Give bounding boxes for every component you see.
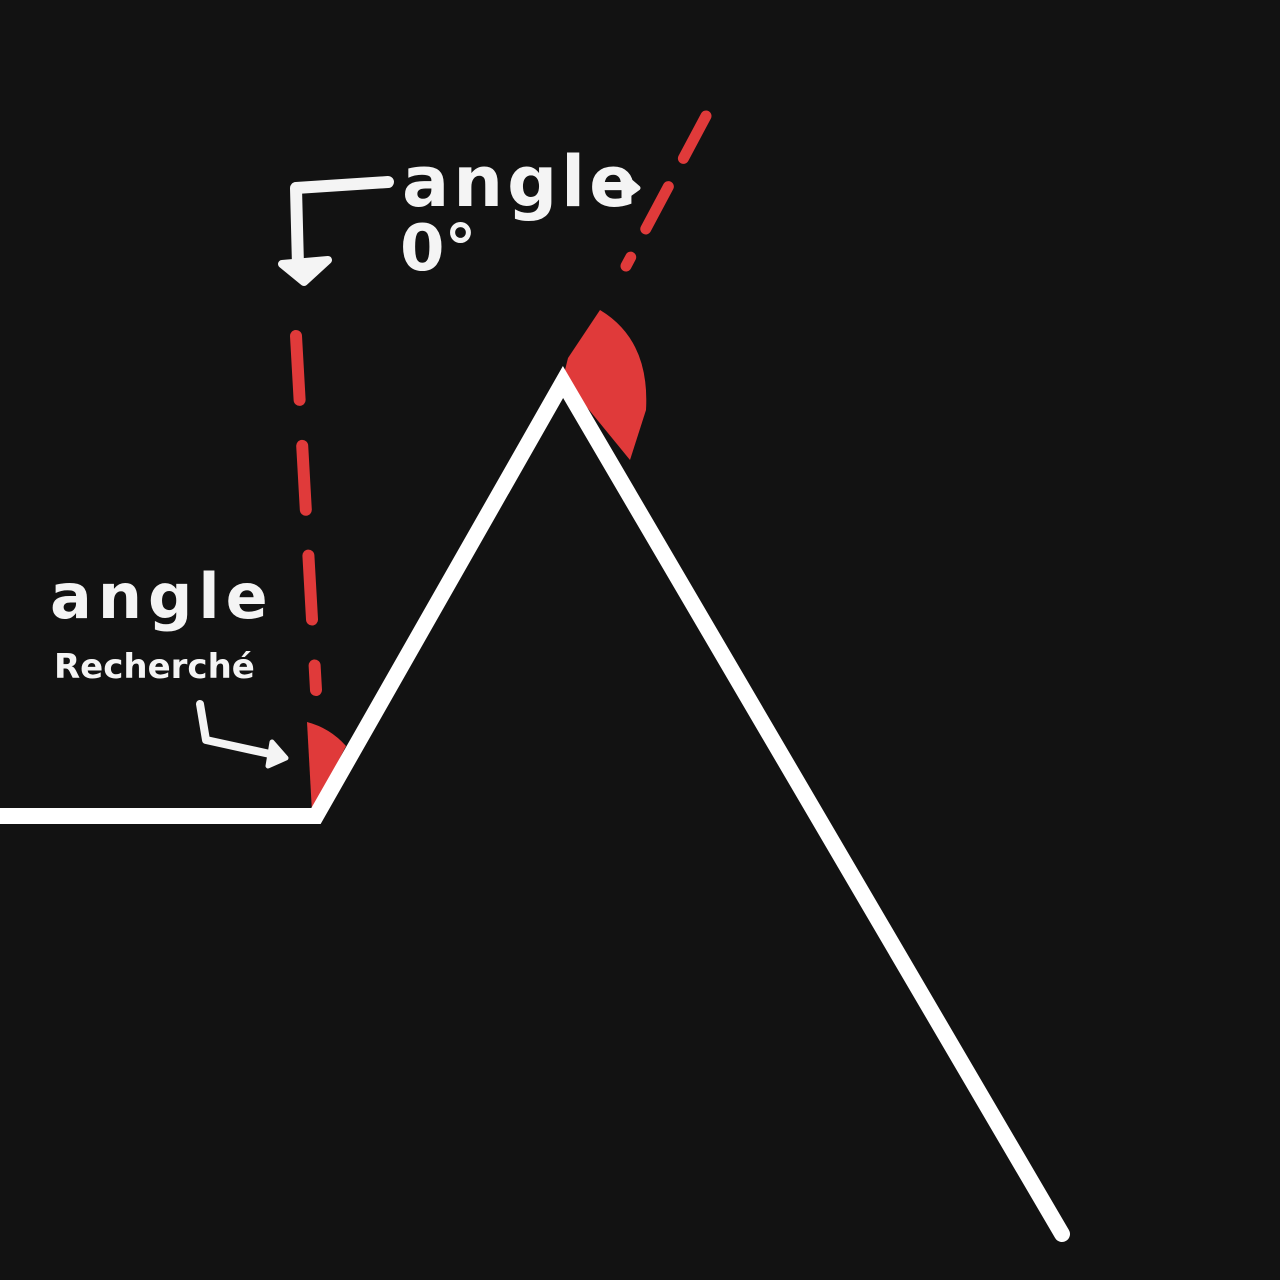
profile-line <box>0 366 1070 1242</box>
arrow-down-icon <box>278 176 394 286</box>
zero-angle-wedge <box>563 310 647 460</box>
top-angle-label: angle <box>402 141 641 223</box>
arrow-bent-icon <box>196 700 289 769</box>
sought-angle-sublabel: Recherché <box>54 647 255 687</box>
vertical-reference-dashed-line <box>290 330 322 696</box>
top-angle-value: 0° <box>400 212 477 286</box>
arrow-right-icon <box>596 173 641 201</box>
sought-angle-label: angle <box>50 560 274 633</box>
sought-angle-wedge <box>307 722 346 812</box>
extension-dashed-line <box>620 110 712 272</box>
